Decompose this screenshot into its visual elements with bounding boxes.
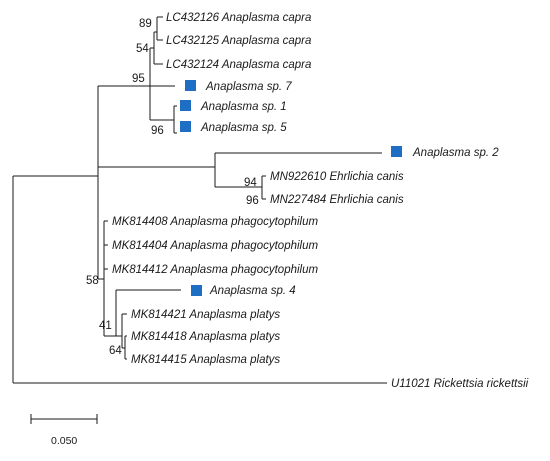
sample-markers xyxy=(180,80,402,296)
taxon-label: Anaplasma sp. 1 xyxy=(200,101,287,113)
scale-bar-label: 0.050 xyxy=(51,435,77,447)
marker-t13 xyxy=(191,285,202,296)
taxon-label: MK814415 Anaplasma platys xyxy=(131,354,280,366)
taxon-label: LC432126 Anaplasma capra xyxy=(166,12,311,24)
bootstrap-value: 58 xyxy=(86,275,99,287)
bootstrap-value: 96 xyxy=(151,125,164,137)
bootstrap-value: 89 xyxy=(139,18,152,30)
taxon-label: MK814408 Anaplasma phagocytophilum xyxy=(112,216,318,228)
taxon-label: Anaplasma sp. 5 xyxy=(200,122,287,134)
bootstrap-values: 89 54 95 96 94 96 58 41 64 xyxy=(86,18,259,357)
bootstrap-value: 64 xyxy=(109,345,122,357)
marker-t5 xyxy=(180,100,191,111)
taxon-label: MK814421 Anaplasma platys xyxy=(131,309,280,321)
marker-t6 xyxy=(180,121,191,132)
taxon-label: MN227484 Ehrlichia canis xyxy=(270,194,404,206)
taxon-label: Anaplasma sp. 2 xyxy=(412,147,499,159)
scale-bar: 0.050 xyxy=(30,414,98,447)
bootstrap-value: 95 xyxy=(132,73,145,85)
bootstrap-value: 94 xyxy=(244,177,257,189)
taxon-label: MK814418 Anaplasma platys xyxy=(131,331,280,343)
taxon-labels: LC432126 Anaplasma capra LC432125 Anapla… xyxy=(112,12,529,390)
taxon-label: Anaplasma sp. 7 xyxy=(205,81,292,93)
bootstrap-value: 96 xyxy=(246,195,259,207)
taxon-label: U11021 Rickettsia rickettsii xyxy=(391,378,529,390)
taxon-label: MK814404 Anaplasma phagocytophilum xyxy=(112,240,318,252)
taxon-label: Anaplasma sp. 4 xyxy=(209,285,296,297)
bootstrap-value: 41 xyxy=(99,320,112,332)
taxon-label: MN922610 Ehrlichia canis xyxy=(270,171,404,183)
taxon-label: LC432124 Anaplasma capra xyxy=(166,59,311,71)
marker-t7 xyxy=(391,146,402,157)
bootstrap-value: 54 xyxy=(136,43,149,55)
taxon-label: MK814412 Anaplasma phagocytophilum xyxy=(112,264,318,276)
tree-branches xyxy=(12,16,387,384)
marker-t4 xyxy=(185,80,196,91)
taxon-label: LC432125 Anaplasma capra xyxy=(166,35,311,47)
